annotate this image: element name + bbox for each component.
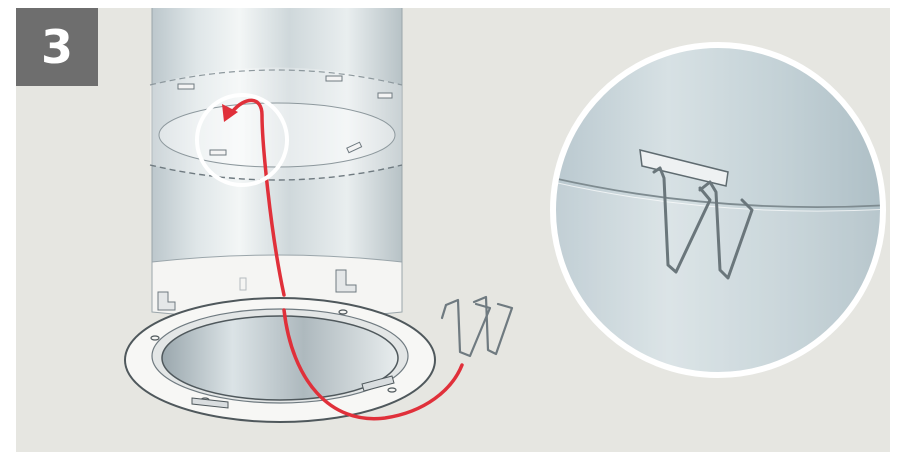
- upper-ring-band: [149, 67, 403, 181]
- base-flange-ring: [124, 297, 436, 423]
- curved-arrow-icon: [222, 98, 464, 421]
- step-number-badge: 3: [16, 8, 98, 86]
- callout-circle: [195, 93, 289, 187]
- wire-spring-clip-icon: [440, 295, 514, 358]
- magnifier-detail-circle: [550, 42, 886, 378]
